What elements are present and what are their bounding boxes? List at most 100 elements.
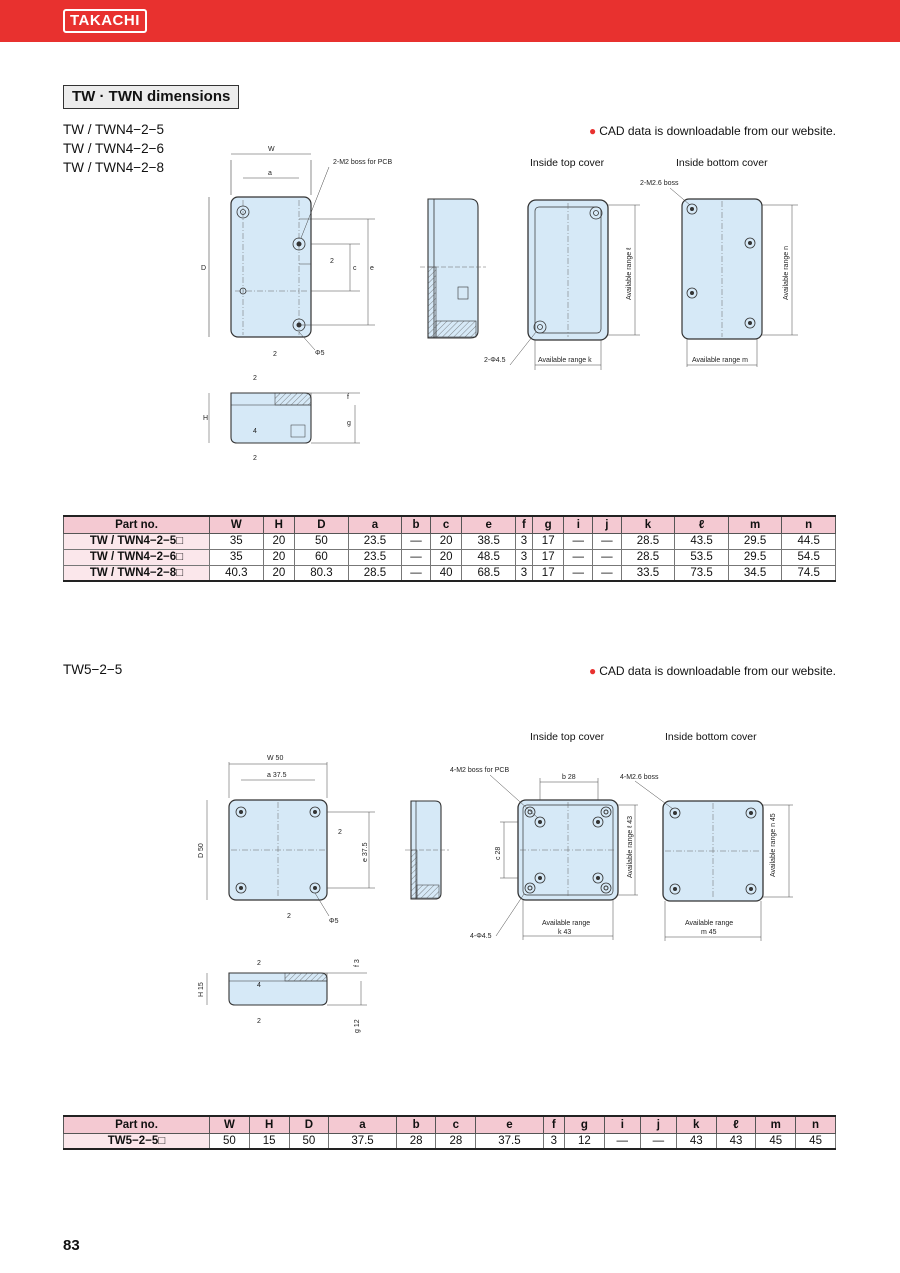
dim-a: a — [268, 170, 272, 177]
col-header: Part no. — [63, 515, 210, 534]
dim-H: H — [203, 415, 208, 422]
header-bar: TAKACHI — [0, 0, 900, 42]
col-header: ℓ — [715, 1115, 757, 1134]
table-cell: 37.5 — [328, 1132, 397, 1150]
table-cell: — — [563, 532, 594, 550]
label-m2b: m 45 — [701, 929, 717, 936]
table-cell: 43 — [715, 1132, 757, 1150]
table-cell: 3 — [514, 564, 533, 582]
label-phi5: Φ5 — [315, 350, 325, 357]
table-cell: 17 — [531, 564, 565, 582]
col-header: c — [435, 1115, 477, 1134]
col-header: H — [262, 515, 296, 534]
table-cell: 50 — [288, 1132, 330, 1150]
table-cell: — — [592, 532, 622, 550]
table-cell: 40 — [429, 564, 463, 582]
table-cell: 43 — [675, 1132, 717, 1150]
dim-2-3: 2 — [287, 913, 291, 920]
dim-W: W — [268, 146, 275, 153]
dim-l2: Available range ℓ 43 — [627, 816, 634, 878]
label-m2a: Available range — [685, 920, 733, 927]
table-cell: 45 — [795, 1132, 836, 1150]
front-view-drawing-1: H 2 4 2 f g — [203, 375, 360, 462]
col-header: D — [288, 1115, 330, 1134]
dim-H2: H 15 — [198, 982, 205, 997]
table-cell: — — [401, 564, 431, 582]
col-header: e — [461, 515, 516, 534]
top-view-drawing-2: W 50 a 37.5 D 50 e 37.5 2 2 Φ5 — [198, 755, 375, 925]
dim-b2: b 28 — [562, 774, 576, 781]
table-cell: 20 — [262, 532, 296, 550]
table-cell: 68.5 — [461, 564, 516, 582]
inside-bottom-drawing-2: 4-M2.6 boss Available range n 45 Availab… — [620, 774, 793, 941]
section-title: TW · TWN dimensions — [63, 85, 240, 109]
table-cell: — — [592, 564, 622, 582]
model-name: TW / TWN4−2−6 — [63, 141, 165, 156]
col-header: b — [401, 515, 431, 534]
table-cell: 44.5 — [781, 532, 836, 550]
table-cell: 23.5 — [347, 548, 403, 566]
dim-2-2: 2 — [338, 829, 342, 836]
label-boss-pcb: 2-M2 boss for PCB — [333, 159, 392, 166]
brand-logo: TAKACHI — [63, 9, 147, 33]
col-header: W — [209, 1115, 250, 1134]
col-header: i — [563, 515, 594, 534]
label-range-k: Available range k — [538, 357, 592, 364]
dim-W2: W 50 — [267, 755, 283, 762]
col-header: i — [603, 1115, 641, 1134]
col-header: b — [395, 1115, 437, 1134]
col-header: f — [514, 515, 533, 534]
table-cell: — — [563, 548, 594, 566]
table-cell: 35 — [209, 548, 264, 566]
label-phi45: 2-Φ4.5 — [484, 357, 506, 364]
side-view-drawing-1 — [420, 198, 486, 339]
table-cell: 53.5 — [674, 548, 729, 566]
table-cell: 3 — [514, 532, 533, 550]
table-cell: 29.5 — [727, 548, 783, 566]
table-cell: — — [401, 548, 431, 566]
inside-top-drawing-2: 4-M2 boss for PCB b 28 c 28 Available ra… — [450, 767, 638, 940]
col-header: a — [328, 1115, 397, 1134]
col-header: j — [639, 1115, 677, 1134]
col-header: a — [347, 515, 403, 534]
cad-note-1[interactable]: ●CAD data is downloadable from our websi… — [588, 124, 836, 138]
dim-4-2: 4 — [257, 982, 261, 989]
top-view-drawing-1: W a D 2-M2 boss for PCB c e 2 2 Φ5 — [201, 146, 392, 358]
table-cell: 34.5 — [727, 564, 783, 582]
label-range-n: Available range n — [783, 246, 790, 300]
table-cell: 23.5 — [347, 532, 403, 550]
inside-top-label-2: Inside top cover — [530, 731, 605, 743]
dim-2b: 2 — [273, 351, 277, 358]
table-cell: 33.5 — [620, 564, 676, 582]
model-list-2: TW5−2−5 — [63, 660, 122, 679]
col-header: n — [781, 515, 836, 534]
bullet-icon: ● — [588, 124, 597, 138]
table-cell: 74.5 — [781, 564, 836, 582]
part-number-cell: TW / TWN4−2−8□ — [63, 564, 210, 582]
spec-table-2: Part no. W H D a b c e f g i j k ℓ m n T… — [63, 1115, 836, 1150]
part-number-cell: TW / TWN4−2−5□ — [63, 532, 210, 550]
table-cell: 20 — [262, 564, 296, 582]
table-cell: 73.5 — [674, 564, 729, 582]
dim-c2: c 28 — [495, 847, 502, 860]
table-cell: — — [401, 532, 431, 550]
dim-D2: D 50 — [198, 843, 205, 858]
dim-a2: a 37.5 — [267, 772, 287, 779]
table-cell: 50 — [294, 532, 349, 550]
col-header: H — [248, 1115, 290, 1134]
label-phi45-2: 4-Φ4.5 — [470, 933, 492, 940]
table-cell: — — [563, 564, 594, 582]
table-cell: 35 — [209, 532, 264, 550]
col-header: W — [209, 515, 264, 534]
col-header: j — [592, 515, 622, 534]
dim-2: 2 — [330, 258, 334, 265]
dim-e2: e 37.5 — [362, 842, 369, 862]
table-header-row: Part no. W H D a b c e f g i j k ℓ m n — [63, 1115, 836, 1134]
page-number: 83 — [63, 1237, 80, 1254]
cad-note-2[interactable]: ●CAD data is downloadable from our websi… — [588, 664, 836, 678]
dim-n2: Available range n 45 — [770, 813, 777, 877]
dim-f2: f 3 — [354, 959, 361, 967]
table-cell: 28.5 — [347, 564, 403, 582]
table-cell: 50 — [209, 1132, 250, 1150]
